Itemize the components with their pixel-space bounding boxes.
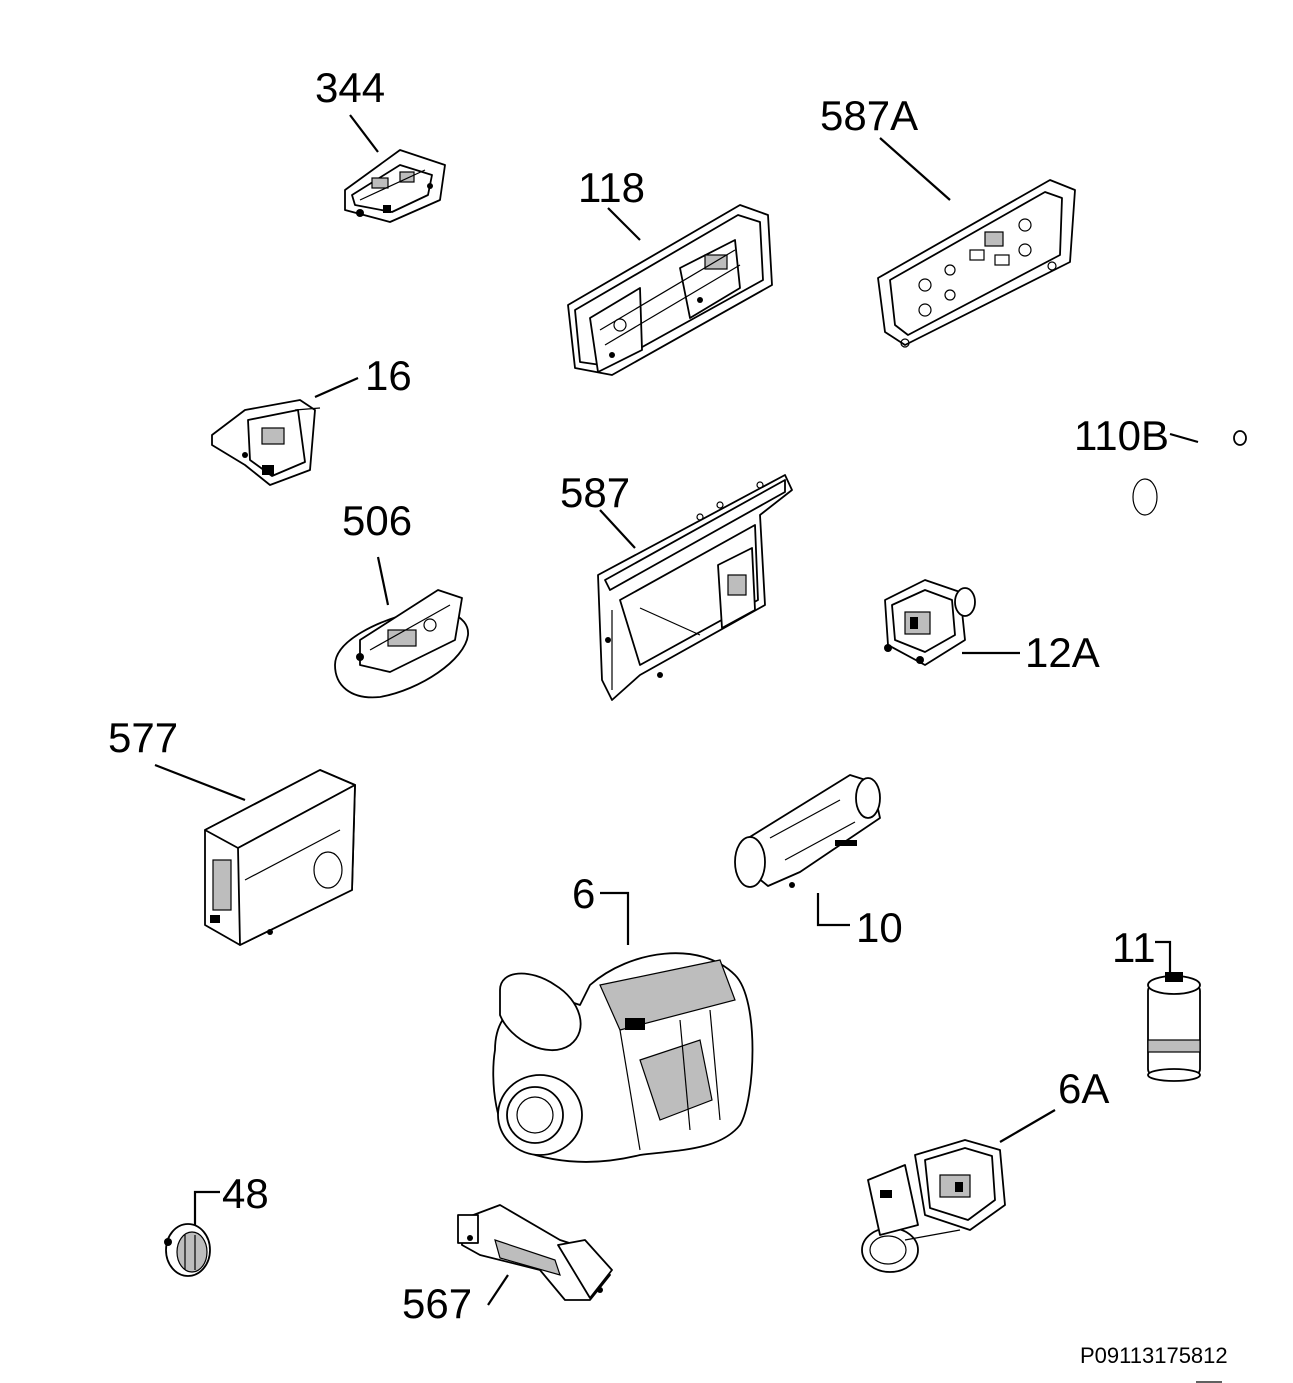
callout-11: 11 — [1112, 924, 1156, 971]
leader-344 — [349, 114, 379, 153]
leader-506 — [376, 556, 390, 606]
callout-344: 344 — [315, 64, 385, 111]
callout-506: 506 — [342, 497, 412, 544]
part-6-circulation-pump — [492, 952, 754, 1163]
leader-6A — [999, 1109, 1056, 1143]
callout-567: 567 — [402, 1280, 472, 1327]
callout-16: 16 — [365, 352, 412, 399]
part-11-capacitor — [1147, 972, 1201, 1082]
leader-587A — [879, 137, 951, 201]
part-344-connector — [344, 149, 446, 223]
part-110B-tube — [967, 430, 1247, 595]
callout-10: 10 — [856, 904, 903, 951]
leader-48 — [193, 1190, 220, 1225]
callout-6: 6 — [572, 870, 595, 917]
callout-577: 577 — [108, 714, 178, 761]
part-118-control-module — [567, 204, 773, 376]
leader-10 — [816, 893, 850, 927]
leader-11 — [1155, 940, 1172, 972]
leader-587 — [599, 509, 636, 549]
drawing-code: P09113175812 — [1080, 1343, 1228, 1368]
callout-118: 118 — [578, 164, 645, 211]
callout-48: 48 — [222, 1170, 269, 1217]
callout-110B: 110B — [1074, 412, 1169, 459]
callout-587A: 587A — [820, 92, 918, 139]
part-506-bracket — [334, 589, 469, 699]
part-6A-drain-pump — [861, 1139, 1006, 1273]
callout-12A: 12A — [1025, 629, 1100, 676]
part-16-sensor — [211, 399, 321, 486]
part-12A-pump — [884, 579, 976, 666]
part-10-cylinder — [734, 774, 881, 888]
leader-577 — [154, 763, 246, 802]
leader-16 — [314, 376, 359, 399]
part-587A-display-board — [877, 179, 1076, 348]
part-567-bracket — [457, 1204, 613, 1301]
leader-567 — [487, 1274, 509, 1306]
callout-587: 587 — [560, 469, 630, 516]
leader-118 — [607, 207, 641, 241]
part-577-module — [204, 769, 356, 946]
part-587-board — [597, 474, 793, 701]
leader-6 — [600, 891, 630, 945]
leader-110B — [1169, 432, 1199, 444]
part-48-thermostat — [164, 1223, 211, 1277]
callout-6A: 6A — [1058, 1065, 1109, 1112]
